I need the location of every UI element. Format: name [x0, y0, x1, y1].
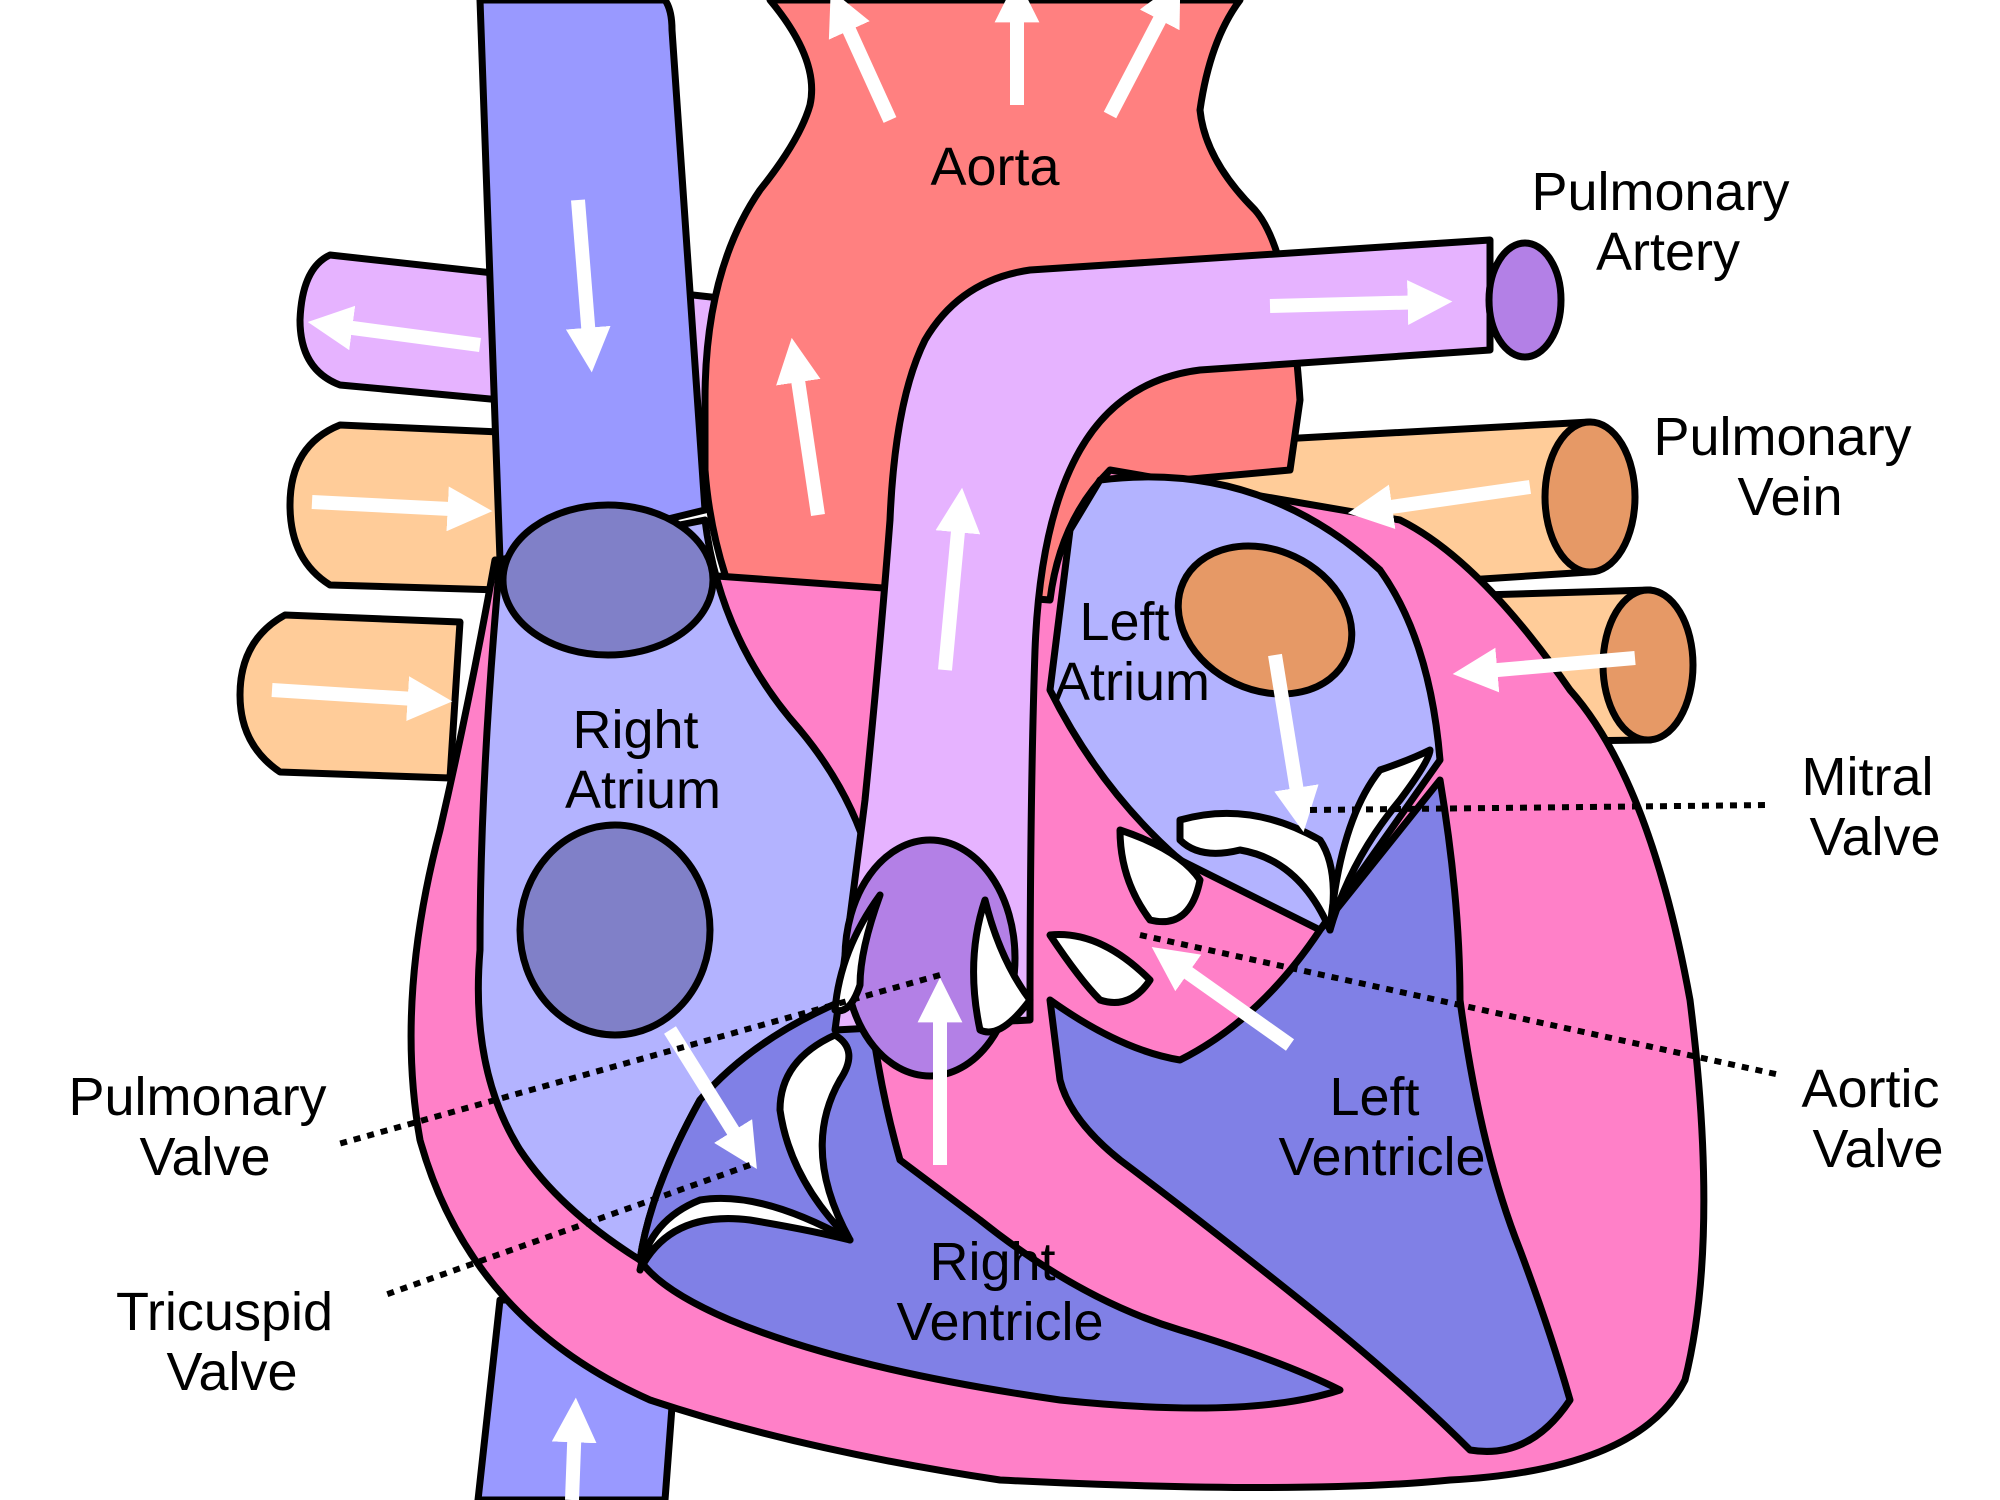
- flow-arrow-icon: [776, 337, 825, 517]
- flow-arrow-icon: [551, 1397, 597, 1500]
- label-left-ventricle: Left Ventricle: [1278, 1067, 1485, 1187]
- aortic-valve-leaflets: [1046, 826, 1204, 1006]
- pulmonary-vein-opening-inner: [1174, 542, 1356, 698]
- flow-arrow-icon: [1347, 480, 1531, 529]
- label-pulmonary-artery: Pulmonary Artery: [1531, 162, 1804, 282]
- superior-vena-cava-opening: [499, 501, 717, 659]
- flow-arrow-icon: [1151, 947, 1295, 1051]
- label-right-atrium: Right Atrium: [565, 700, 721, 820]
- flow-arrow-icon: [1452, 647, 1636, 693]
- label-left-atrium: Left Atrium: [1054, 592, 1210, 712]
- pulmonary-valve-leader: [334, 972, 941, 1148]
- label-aorta: Aorta: [930, 137, 1060, 197]
- label-pulmonary-vein: Pulmonary Vein: [1653, 407, 1926, 527]
- mitral-valve-leader: [1309, 802, 1771, 813]
- tricuspid-valve-leaflets: [636, 1031, 854, 1274]
- flow-arrow-icon: [935, 487, 981, 671]
- label-right-ventricle: Right Ventricle: [896, 1232, 1103, 1352]
- left-atrium: [1046, 473, 1444, 934]
- labels: Aorta Pulmonary Artery Pulmonary Vein Le…: [68, 137, 1954, 1402]
- flow-arrow-icon: [1268, 653, 1319, 833]
- mitral-valve-leaflets: [1176, 746, 1434, 934]
- flow-arrow-icon: [311, 486, 493, 532]
- label-aortic-valve: Aortic Valve: [1801, 1059, 1954, 1179]
- right-atrium: [474, 501, 874, 1264]
- pulmonary-vein-right-upper-opening: [1541, 418, 1639, 576]
- tricuspid-valve-leader: [383, 1162, 752, 1298]
- inferior-vena-cava-opening: [516, 821, 714, 1039]
- aortic-valve-leader: [1139, 932, 1781, 1078]
- left-ventricle: [1046, 776, 1574, 1455]
- flow-arrow-icon: [828, 0, 897, 123]
- label-pulmonary-valve: Pulmonary Valve: [68, 1067, 341, 1187]
- label-tricuspid-valve: Tricuspid Valve: [116, 1282, 348, 1402]
- flow-arrow-icon: [307, 305, 481, 352]
- flow-arrow-icon: [1269, 280, 1453, 325]
- pulmonary-artery-opening: [1485, 239, 1565, 361]
- flow-arrow-icon: [1103, 0, 1181, 119]
- label-mitral-valve: Mitral Valve: [1801, 747, 1948, 867]
- pulmonary-valve-leaflets: [831, 891, 1034, 1036]
- flow-arrow-icon: [565, 199, 611, 373]
- leader-lines: [334, 802, 1781, 1298]
- flow-arrow-icon: [271, 676, 453, 721]
